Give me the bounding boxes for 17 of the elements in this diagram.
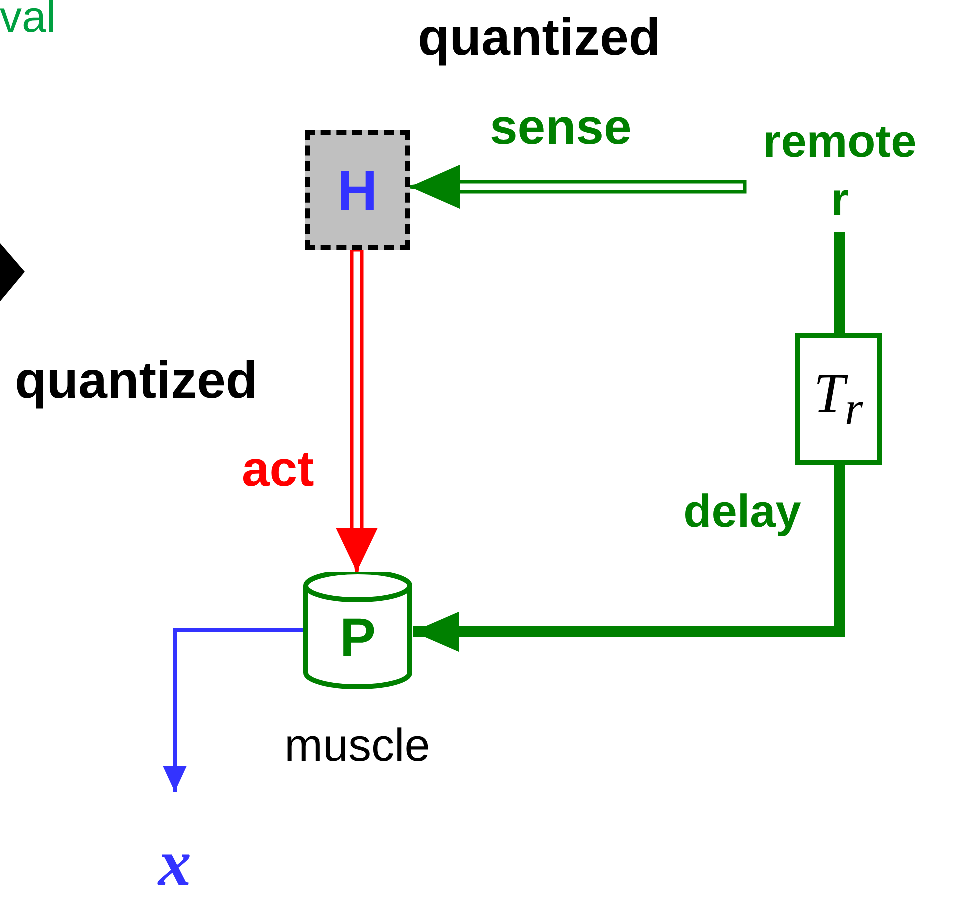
node-caption: muscle	[284, 722, 432, 768]
node-label: T$_{r}$	[814, 362, 864, 436]
arrow	[336, 248, 378, 574]
node-label: H	[337, 158, 378, 222]
node-label: r	[831, 172, 849, 227]
arrow	[413, 465, 846, 652]
node-caption: delay	[682, 488, 802, 534]
hub-box	[305, 130, 410, 250]
node-label: remote	[763, 114, 917, 169]
annotation-text: quantized	[418, 12, 661, 64]
delay-block	[795, 333, 882, 465]
arrow	[163, 628, 303, 792]
annotation-text: val	[0, 0, 56, 40]
annotation-text: quantized	[15, 355, 258, 407]
node-label: P	[340, 607, 376, 669]
variable-label: x	[158, 826, 192, 902]
arrow	[408, 165, 747, 209]
